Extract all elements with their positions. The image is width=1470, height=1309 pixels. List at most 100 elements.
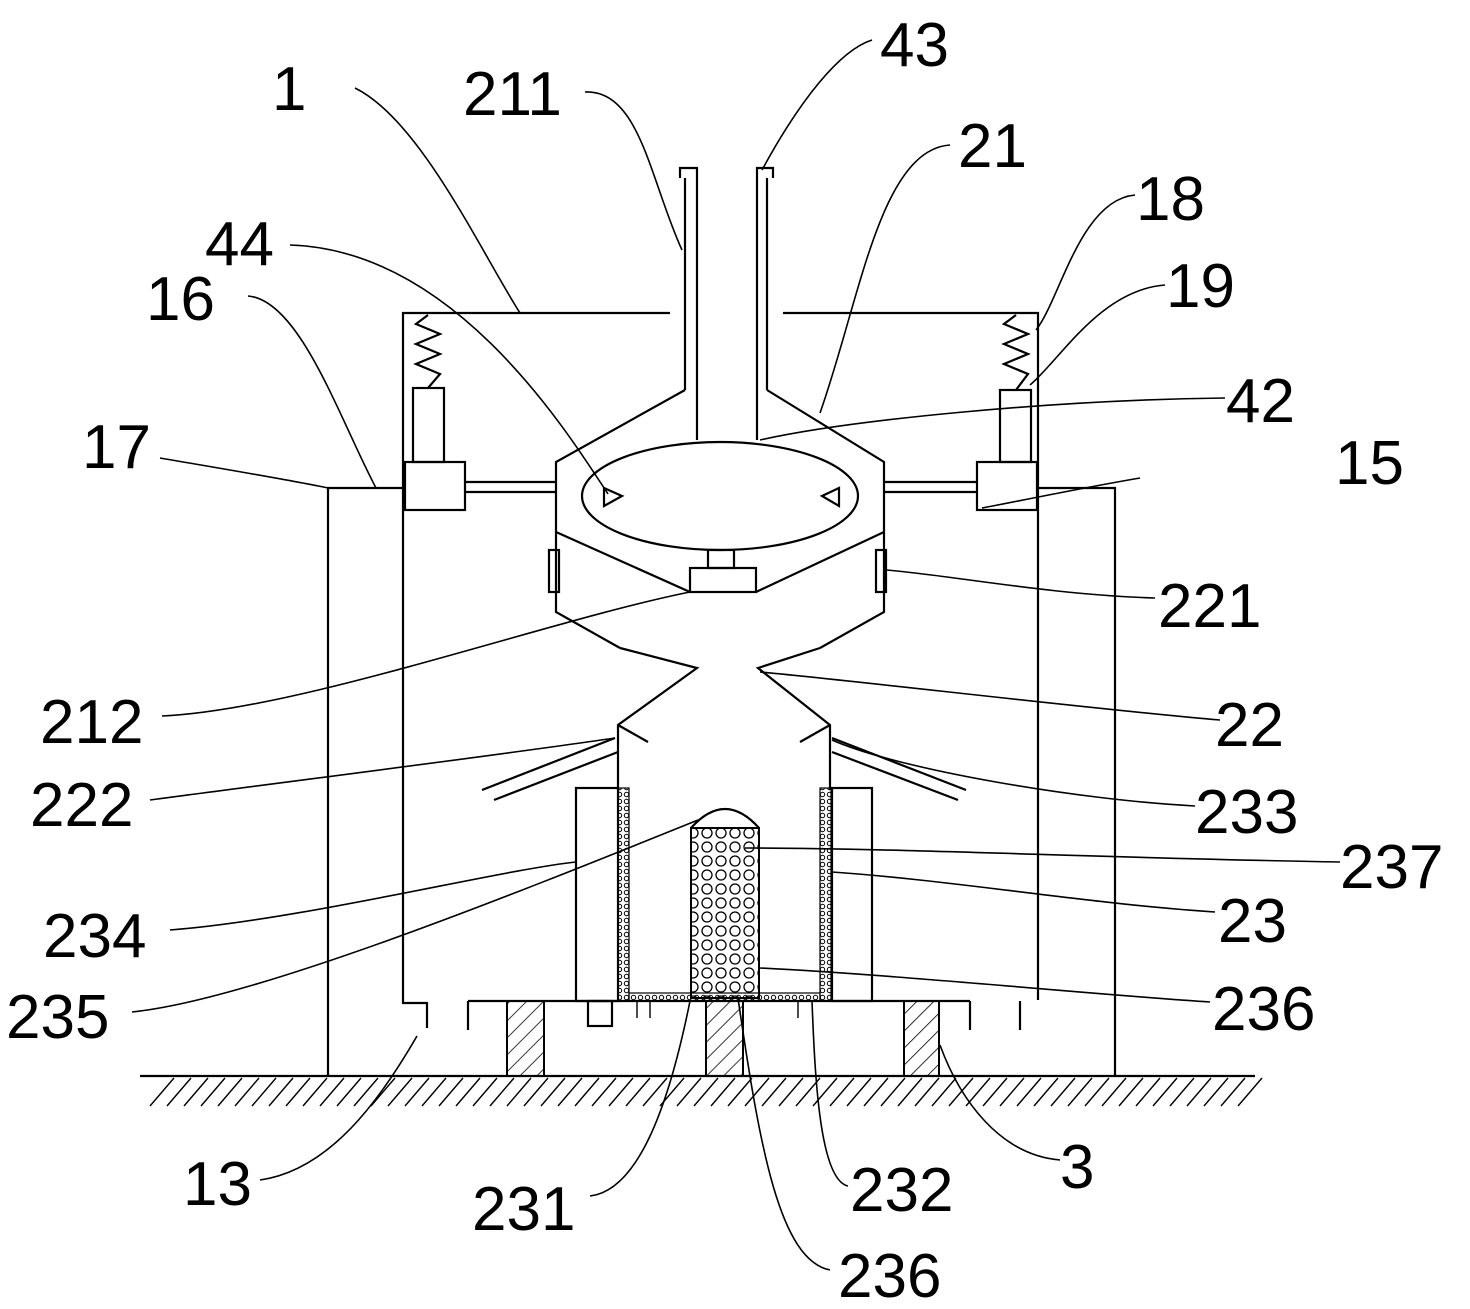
label-21: 21 [958,112,1027,181]
ground-hatch-stroke [489,1077,515,1107]
ground-hatch-stroke [676,1077,702,1107]
label-222: 222 [30,771,133,840]
label-17: 17 [82,413,151,482]
ground-hatch-stroke [1084,1077,1110,1107]
label-13: 13 [183,1150,252,1219]
ground-hatch-stroke [183,1077,209,1107]
hopper-21 [547,389,888,649]
ground-hatch-stroke [319,1077,345,1107]
ground-hatch-stroke [812,1077,838,1107]
right-slider [884,460,1039,512]
ground-hatch-stroke [880,1077,906,1107]
left-slider [403,460,556,512]
ground-hatch-stroke [1237,1077,1263,1107]
label-221: 221 [1158,572,1261,641]
ground-hatch-stroke [999,1077,1025,1107]
ground-hatch-stroke [1118,1077,1144,1107]
ground-hatch-stroke [404,1077,430,1107]
ground-hatch-stroke [251,1077,277,1107]
ground-hatch-stroke [523,1077,549,1107]
left-spring [411,314,446,464]
base-plate [466,999,1022,1077]
callout-labels: 1 211 43 21 18 44 16 19 42 17 15 221 212… [6,11,1443,1309]
ground-hatch-stroke [302,1077,328,1107]
ground-hatch-stroke [829,1077,855,1107]
ground-hatch-stroke [387,1077,413,1107]
ground-hatch-stroke [965,1077,991,1107]
ground-hatch-stroke [1050,1077,1076,1107]
label-211: 211 [463,60,562,129]
label-231: 231 [472,1175,575,1244]
label-212: 212 [40,688,143,757]
ground-hatch-stroke [1152,1077,1178,1107]
ground-hatch-stroke [353,1077,379,1107]
ground-hatch-stroke [1135,1077,1161,1107]
ground-hatch-stroke [693,1077,719,1107]
ground-hatch-stroke [931,1077,957,1107]
label-235: 235 [6,983,109,1052]
right-spring [998,314,1033,464]
ground-hatch-stroke [863,1077,889,1107]
ground-hatch-stroke [438,1077,464,1107]
ground-hatch-stroke [608,1077,634,1107]
ground-hatch-stroke [1101,1077,1127,1107]
ground-hatch-stroke [914,1077,940,1107]
ground-hatch-stroke [1033,1077,1059,1107]
ground-hatch-stroke [268,1077,294,1107]
ground-hatch-stroke [557,1077,583,1107]
housing [401,311,1040,1028]
ground-hatch-stroke [727,1077,753,1107]
feed-pipe [678,166,775,440]
ground-hatch-stroke [200,1077,226,1107]
label-19: 19 [1166,252,1235,321]
ground-hatch-stroke [421,1077,447,1107]
label-236-right: 236 [1212,975,1315,1044]
label-236-bottom: 236 [838,1242,941,1309]
ground-hatch-stroke [1203,1077,1229,1107]
label-232: 232 [850,1156,953,1225]
label-22: 22 [1215,691,1284,760]
label-43: 43 [880,11,949,80]
label-23: 23 [1218,887,1287,956]
label-1: 1 [272,55,306,124]
ground-hatch-stroke [336,1077,362,1107]
label-42: 42 [1226,367,1295,436]
ground-hatch-stroke [234,1077,260,1107]
label-237: 237 [1340,833,1443,902]
ground-hatch-stroke [1220,1077,1246,1107]
leader-lines [131,39,1341,1271]
label-233: 233 [1195,778,1298,847]
ground-hatch-stroke [285,1077,311,1107]
ground-hatch-stroke [370,1077,396,1107]
ground-hatch-stroke [217,1077,243,1107]
label-18: 18 [1136,165,1205,234]
ground-hatch-stroke [166,1077,192,1107]
ground-hatch-stroke [1016,1077,1042,1107]
label-16: 16 [146,265,215,334]
ground-hatch-stroke [1067,1077,1093,1107]
ground-hatch-stroke [642,1077,668,1107]
ground-hatch-stroke [506,1077,532,1107]
label-234: 234 [43,902,146,971]
label-15: 15 [1335,429,1404,498]
ground-hatch-stroke [591,1077,617,1107]
ground-hatch-stroke [625,1077,651,1107]
ground-hatch-stroke [149,1077,175,1107]
ground-hatch-stroke [778,1077,804,1107]
cone-22 [481,646,967,802]
ground [140,1074,1263,1107]
ground-hatch-stroke [948,1077,974,1107]
ground-hatch-stroke [1186,1077,1212,1107]
ground-hatch-stroke [710,1077,736,1107]
chamber-23 [574,786,874,1028]
ground-hatch-stroke [455,1077,481,1107]
ground-hatch-stroke [846,1077,872,1107]
ground-hatch-stroke [744,1077,770,1107]
label-3: 3 [1060,1133,1094,1202]
ground-hatch-stroke [982,1077,1008,1107]
ground-hatch-stroke [472,1077,498,1107]
ground-hatch-stroke [761,1077,787,1107]
ground-hatch-stroke [1169,1077,1195,1107]
ground-hatch-stroke [540,1077,566,1107]
